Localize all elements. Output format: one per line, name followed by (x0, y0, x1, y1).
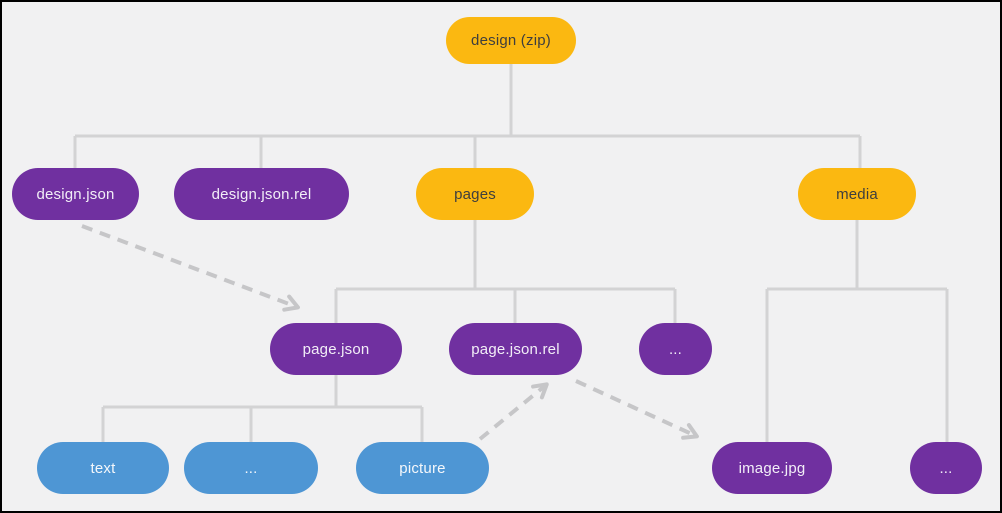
tree-bracket-connectors (73, 64, 949, 442)
node-text-ellipsis: ... (184, 442, 318, 494)
node-image-jpg: image.jpg (712, 442, 832, 494)
node-design-json-rel: design.json.rel (174, 168, 349, 220)
node-page-json-rel: page.json.rel (449, 323, 582, 375)
dashed-reference-arrows (81, 224, 699, 441)
dashed-arrow-design-json-to-page-json (81, 224, 300, 312)
dashed-arrow-page-json-rel-to-image-jpg (575, 379, 699, 440)
node-media-ellipsis: ... (910, 442, 982, 494)
node-media: media (798, 168, 916, 220)
dashed-arrow-picture-to-page-json-rel (478, 382, 549, 441)
node-picture: picture (356, 442, 489, 494)
node-text: text (37, 442, 169, 494)
node-pages-ellipsis: ... (639, 323, 712, 375)
node-design-json: design.json (12, 168, 139, 220)
node-page-json: page.json (270, 323, 402, 375)
node-design-zip: design (zip) (446, 17, 576, 64)
node-pages: pages (416, 168, 534, 220)
